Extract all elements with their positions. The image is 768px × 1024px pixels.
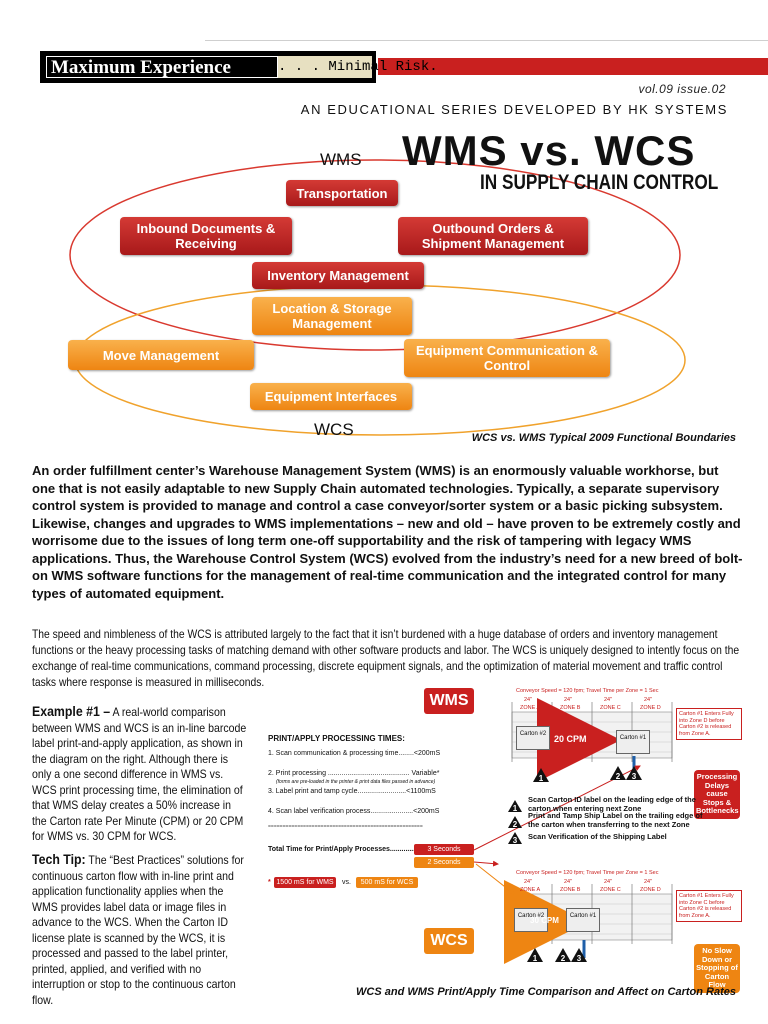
alert-wms: Processing Delays cause Stops & Bottlene… <box>694 770 740 819</box>
tech-tip-text: The “Best Practices” solutions for conti… <box>32 853 244 1007</box>
processing-step-3: 3. Label print and tamp cycle...........… <box>268 788 436 795</box>
body-paragraph: The speed and nimbleness of the WCS is a… <box>32 627 740 689</box>
example-heading: Example #1 – <box>32 703 111 719</box>
carton-2-top: Carton #2 <box>516 726 550 750</box>
diagram-caption: WCS vs. WMS Typical 2009 Functional Boun… <box>471 432 736 444</box>
legend-1: Scan Carton ID label on the leading edge… <box>528 795 696 813</box>
carton-2-bottom: Carton #2 <box>514 908 548 932</box>
zone-width-d2: 24" <box>644 879 653 885</box>
zone-d-label: ZONE D <box>640 705 661 711</box>
zone-c-label: ZONE C <box>600 705 621 711</box>
legend-3: Scan Verification of the Shipping Label <box>528 832 667 841</box>
total-to-wcs-arrow <box>475 863 515 895</box>
issue-number: vol.09 issue.02 <box>638 82 726 96</box>
compare-wms: 1500 mS for WMS <box>274 877 336 888</box>
box-transportation: Transportation <box>286 180 398 206</box>
wcs-ellipse-label: WCS <box>314 420 354 439</box>
box-inbound: Inbound Documents & Receiving <box>120 217 292 255</box>
legend-2: Print and Tamp Ship Label on the trailin… <box>528 811 703 829</box>
processing-step-4: 4. Scan label verification process......… <box>268 808 440 815</box>
total-wms-value: 3 Seconds <box>414 844 474 855</box>
zone-width-a: 24" <box>524 697 533 703</box>
tech-tip-heading: Tech Tip: <box>32 851 86 867</box>
compare-wcs: 500 mS for WCS <box>356 877 418 888</box>
processing-step-2-note: (forms are pre-loaded in the printer & p… <box>276 779 436 785</box>
cpm-wcs: 30 CPM <box>530 916 559 925</box>
carton-1-top: Carton #1 <box>616 730 650 754</box>
tri-num-3a: 3 <box>632 772 637 781</box>
wms-ellipse-label: WMS <box>320 150 362 169</box>
conveyor-speed-top: Conveyor Speed = 120 fpm; Travel Time pe… <box>516 688 659 694</box>
header-red-bar <box>378 58 768 75</box>
example-text: A real-world comparison between WMS and … <box>32 705 247 843</box>
zone-width-b2: 24" <box>564 879 573 885</box>
wms-ellipse <box>69 159 681 351</box>
zone-width-c: 24" <box>604 697 613 703</box>
processing-step-1: 1. Scan communication & processing time.… <box>268 750 441 757</box>
print-apply-comparison-figure: 1 2 3 1 2 3 1 2 3 WMS WCS PRINT/APPLY PR… <box>262 682 748 993</box>
zone-b-label: ZONE B <box>560 705 581 711</box>
alert-wcs: No Slow Down or Stopping of Carton Flow <box>694 944 740 993</box>
box-outbound: Outbound Orders & Shipment Management <box>398 217 588 255</box>
number-triangles <box>508 766 642 962</box>
box-move: Move Management <box>68 340 254 370</box>
processing-separator: ========================================… <box>268 824 423 830</box>
compare-asterisk: * <box>268 879 271 886</box>
cpm-wms: 20 CPM <box>554 734 587 744</box>
compare-vs: vs. <box>342 879 351 886</box>
total-wcs-value: 2 Seconds <box>414 857 474 868</box>
tech-tip-paragraph: Tech Tip: The “Best Practices” solutions… <box>32 851 248 1008</box>
tri-num-2a: 2 <box>616 772 621 781</box>
tri-num-3c: 3 <box>577 954 582 963</box>
tri-num-2b: 2 <box>513 820 518 829</box>
conveyor-speed-bottom: Conveyor Speed = 120 fpm; Travel Time pe… <box>516 870 659 876</box>
zone-d-label-2: ZONE D <box>640 887 661 893</box>
box-inventory: Inventory Management <box>252 262 424 289</box>
box-location: Location & Storage Management <box>252 297 412 335</box>
zone-width-b: 24" <box>564 697 573 703</box>
tri-num-1c: 1 <box>533 954 538 963</box>
note-top: Carton #1 Enters Fully into Zone D befor… <box>676 708 742 740</box>
processing-title: PRINT/APPLY PROCESSING TIMES: <box>268 734 405 743</box>
total-time-label: Total Time for Print/Apply Processes....… <box>268 846 416 853</box>
page-title: WMS vs. WCS <box>402 127 696 174</box>
box-equipment-interfaces: Equipment Interfaces <box>250 383 412 410</box>
figure-caption: WCS and WMS Print/Apply Time Comparison … <box>356 986 736 998</box>
header-rule <box>205 40 768 41</box>
wms-tag: WMS <box>424 688 474 714</box>
zone-b-label-2: ZONE B <box>560 887 581 893</box>
series-line: AN EDUCATIONAL SERIES DEVELOPED BY HK SY… <box>300 102 728 117</box>
zone-width-a2: 24" <box>524 879 533 885</box>
zone-a-label: ZONE A <box>520 705 541 711</box>
tri-num-1a: 1 <box>539 774 544 783</box>
zone-c-label-2: ZONE C <box>600 887 621 893</box>
lead-paragraph: An order fulfillment center’s Warehouse … <box>32 463 743 601</box>
example-paragraph: Example #1 – A real-world comparison bet… <box>32 703 248 845</box>
zone-width-d: 24" <box>644 697 653 703</box>
tri-num-2c: 2 <box>561 954 566 963</box>
zone-width-c2: 24" <box>604 879 613 885</box>
note-bottom: Carton #1 Enters Fully into Zone C befor… <box>676 890 742 922</box>
page-subtitle: IN SUPPLY CHAIN CONTROL <box>480 171 719 194</box>
box-equipment-communication: Equipment Communication & Control <box>404 339 610 377</box>
processing-step-2: 2. Print processing ....................… <box>268 770 440 777</box>
wcs-tag: WCS <box>424 928 474 954</box>
tri-num-1b: 1 <box>513 804 518 813</box>
carton-1-bottom: Carton #1 <box>566 908 600 932</box>
zone-a-label-2: ZONE A <box>520 887 541 893</box>
tri-num-3b: 3 <box>513 836 518 845</box>
brand-main-text: Maximum Experience <box>46 56 278 78</box>
